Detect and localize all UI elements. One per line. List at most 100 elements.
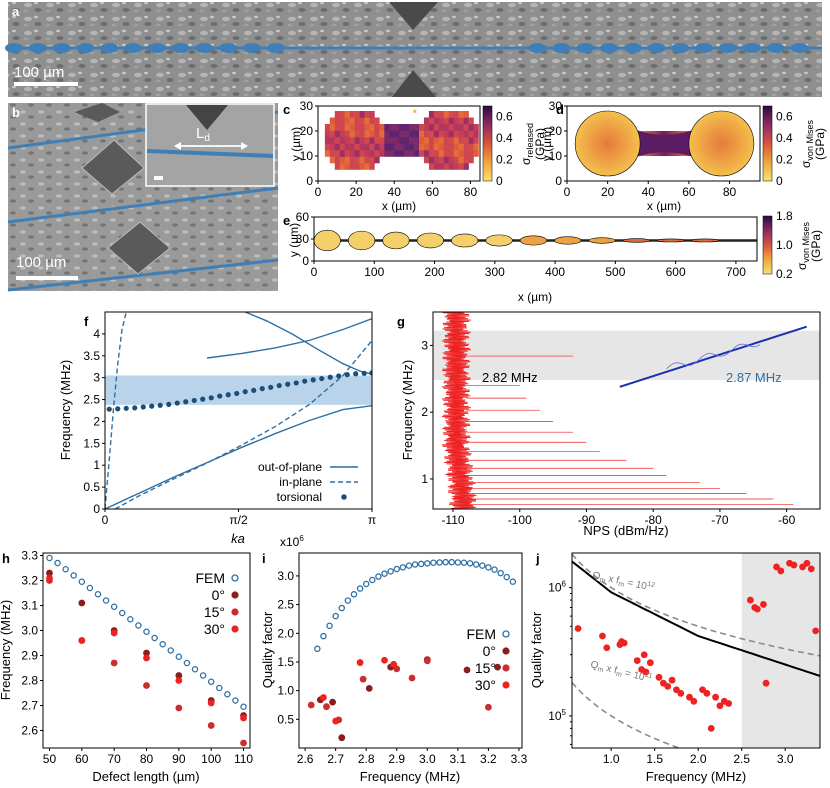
- colorbar-unit-d: (GPa): [813, 128, 827, 160]
- heatmap-c-cell: [364, 111, 370, 118]
- fem-point-i: [454, 559, 462, 566]
- measured-point-j: [773, 563, 780, 571]
- colorbar-c-tick-label: 0.4: [496, 131, 513, 145]
- legend-f-label: torsional: [277, 490, 322, 504]
- panel-letter-d: d: [556, 102, 564, 117]
- heatmap-c-cell: [458, 156, 464, 164]
- panel-letter-j: j: [535, 551, 540, 566]
- heatmap-c-cell: [438, 163, 445, 170]
- heatmap-c-cell: [364, 137, 370, 144]
- heatmap-c-cell: [404, 150, 410, 157]
- legend-f-dot: [341, 494, 347, 500]
- heatmap-c-cell: [453, 163, 459, 170]
- beam-bead: [695, 43, 714, 53]
- heatmap-c-cell: [443, 143, 450, 151]
- legend-h-label: 30°: [204, 621, 225, 637]
- grey-band-g: [433, 330, 820, 381]
- multiplier-i: x106: [280, 534, 304, 549]
- beam-bead: [528, 43, 547, 53]
- annotation-2-87: 2.87 MHz: [726, 370, 782, 385]
- bead-e: [451, 233, 479, 248]
- x-i-tick-label: 3.1: [450, 752, 467, 766]
- heatmap-c-cell: [344, 117, 350, 125]
- heatmap-c-cell: [364, 124, 370, 131]
- heatmap-c-cell: [329, 150, 336, 157]
- measured-point-j: [712, 693, 719, 701]
- heatmap-c-cell: [443, 163, 450, 170]
- x-e-tick-label: 600: [666, 265, 686, 279]
- heatmap-c-cell: [468, 150, 474, 157]
- x-f-tick-label: π/2: [229, 513, 248, 527]
- y-f-tick-label: 2: [93, 414, 100, 428]
- fem-point-h: [46, 554, 53, 562]
- heatmap-c-cell: [438, 143, 445, 151]
- heatmap-c-cell: [329, 143, 336, 151]
- y-c-tick-label: 0: [306, 174, 313, 188]
- heatmap-c-cell: [354, 163, 360, 170]
- y-j-tick-label: 106: [548, 580, 566, 595]
- legend-h-marker: [231, 625, 239, 633]
- y-h-tick-label: 2.9: [21, 649, 38, 663]
- x-c-tick-label: 0: [315, 185, 322, 199]
- heatmap-c-cell: [399, 137, 405, 144]
- torsional-point: [369, 370, 372, 376]
- heatmap-c-cell: [463, 111, 469, 118]
- fem-point-h: [151, 634, 158, 642]
- beam-bead: [790, 43, 809, 53]
- pyramid-b0: [74, 103, 120, 122]
- bead-e: [348, 230, 376, 251]
- y-f-tick-label: 3.5: [83, 349, 100, 363]
- in-plane-branch-line: [114, 340, 372, 509]
- heatmap-c-cell: [324, 130, 331, 138]
- scale-bar-label-b: 100 µm: [16, 254, 66, 271]
- fem-point-h: [127, 616, 134, 623]
- heatmap-c-cell: [344, 156, 350, 164]
- legend-i-marker: [502, 647, 510, 655]
- y-g-tick-label: 1: [421, 472, 428, 486]
- fem-point-i: [503, 573, 510, 581]
- heatmap-c-cell: [453, 111, 459, 118]
- colorbar-ticks-c: 0.60.40.20: [496, 110, 513, 188]
- heatmap-c-cell: [458, 111, 464, 118]
- bead-e: [622, 238, 651, 243]
- heatmap-c-cell: [384, 130, 390, 138]
- heatmap-c-cell: [463, 163, 469, 170]
- heatmap-c-cell: [374, 130, 380, 138]
- xlabel-d: x (µm): [647, 199, 681, 213]
- fem-point-i: [338, 604, 346, 612]
- out-of-plane-branch-line: [206, 317, 372, 359]
- fem-point-i: [350, 591, 358, 598]
- measured-point-h: [240, 739, 247, 747]
- heatmap-c-cell: [463, 150, 469, 157]
- heatmap-c-cell: [384, 124, 390, 131]
- bead-e: [691, 238, 719, 243]
- bead-e: [416, 232, 444, 249]
- x-d-tick-label: 20: [601, 185, 615, 199]
- fem-point-i: [491, 566, 498, 573]
- heatmap-c-cell: [468, 137, 474, 144]
- fem-point-h: [118, 609, 126, 617]
- y-h-tick-label: 2.7: [21, 699, 38, 713]
- heatmap-c-cell: [468, 143, 474, 151]
- heatmap-c-cell: [354, 156, 360, 164]
- colorbar-label-c: σreleased: [519, 123, 535, 165]
- panel-letter-h: h: [2, 551, 10, 566]
- heatmap-c-cell: [334, 143, 341, 151]
- torsional-point: [115, 406, 121, 412]
- measured-point-i: [332, 717, 340, 725]
- heatmap-c-cell: [414, 137, 420, 144]
- torsional-point: [191, 397, 197, 404]
- qf-curve-dashed: [572, 682, 682, 748]
- legend-i-label: 30°: [475, 677, 496, 693]
- heatmap-c-cell: [448, 156, 454, 164]
- fem-point-h: [232, 697, 239, 704]
- in-plane-branch-line: [105, 312, 127, 509]
- legend-f-label: in-plane: [279, 475, 322, 489]
- ylabel-d: y (µm): [540, 127, 554, 161]
- measured-point-j: [664, 682, 672, 690]
- heatmap-c-cell: [433, 150, 440, 157]
- heatmap-c-cell: [463, 156, 469, 164]
